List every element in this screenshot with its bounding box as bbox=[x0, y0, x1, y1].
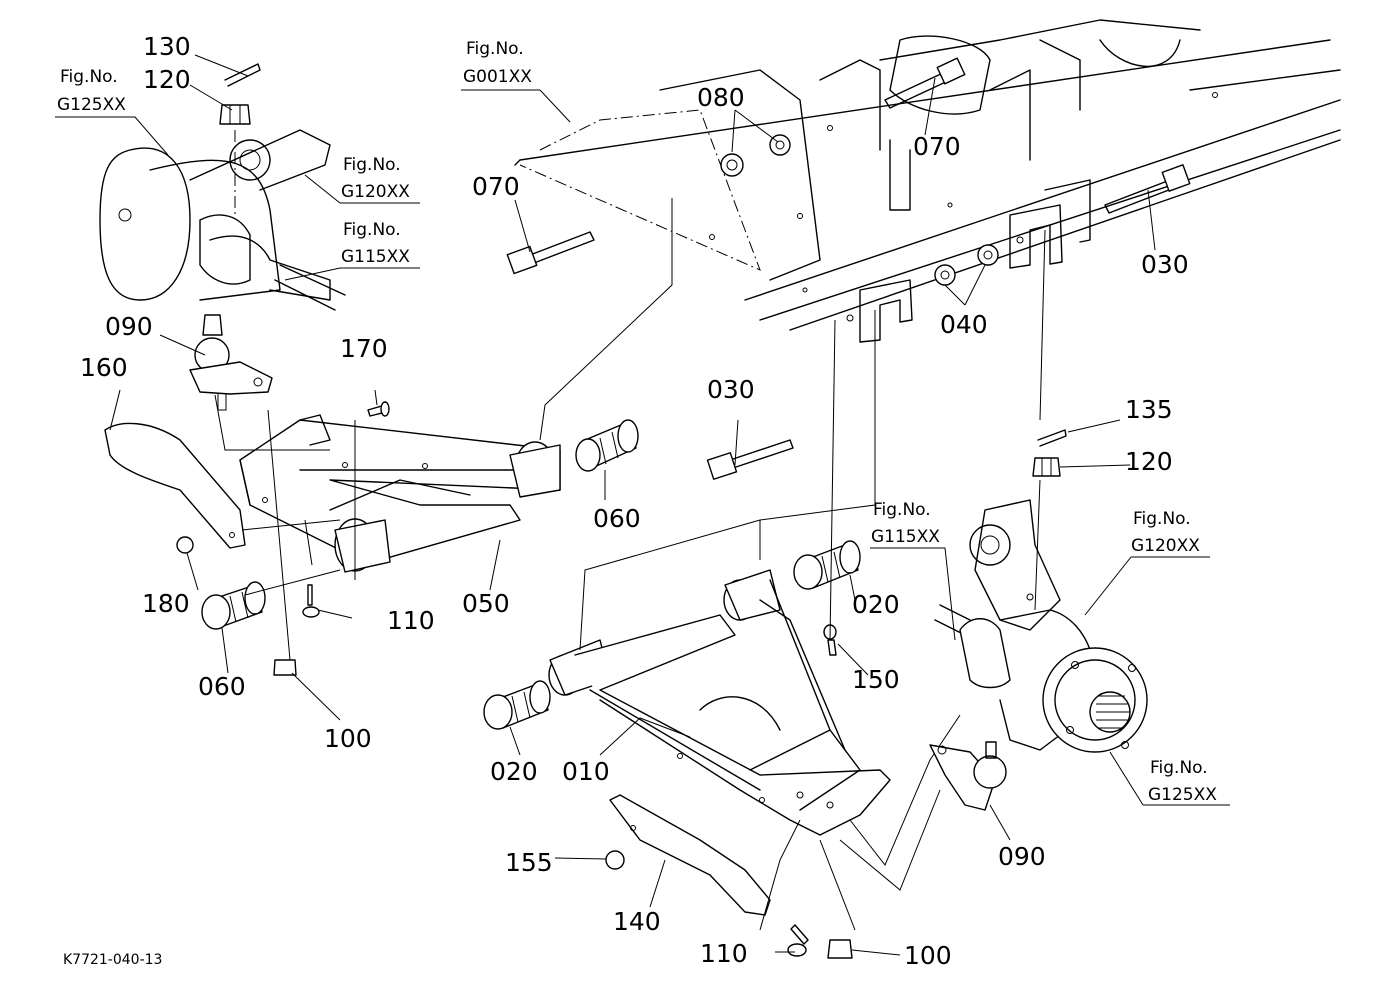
nut-155 bbox=[605, 850, 625, 870]
callout-040: 040 bbox=[940, 310, 988, 339]
callout-150: 150 bbox=[852, 665, 900, 694]
callout-100-right: 100 bbox=[904, 941, 952, 970]
nut-080 bbox=[720, 134, 791, 177]
nut-100-left bbox=[273, 659, 297, 676]
callout-170: 170 bbox=[340, 334, 388, 363]
callout-060-lower: 060 bbox=[198, 672, 246, 701]
ball-joint-090-right bbox=[929, 741, 1007, 811]
bolt-070-left bbox=[506, 231, 595, 275]
bolt-070-upper bbox=[884, 57, 966, 109]
chassis-frame bbox=[514, 19, 1341, 343]
callout-130: 130 bbox=[143, 32, 191, 61]
fig-ref-g115-right: G115XX bbox=[871, 527, 940, 547]
fig-ref-g115-left: G115XX bbox=[341, 247, 410, 267]
callout-080: 080 bbox=[697, 83, 745, 112]
fig-label-g115-left: Fig.No. bbox=[343, 220, 401, 240]
drawing-code: K7721-040-13 bbox=[63, 952, 162, 968]
shield-160 bbox=[104, 422, 246, 549]
callout-155: 155 bbox=[505, 848, 553, 877]
part-callouts: 130 120 090 170 160 080 070 070 030 040 … bbox=[80, 32, 1189, 970]
fig-label-g001: Fig.No. bbox=[466, 39, 524, 59]
castle-nut-120-right bbox=[1032, 457, 1061, 477]
callout-135: 135 bbox=[1125, 395, 1173, 424]
callout-120-left: 120 bbox=[143, 65, 191, 94]
bushing-060-lower bbox=[201, 581, 266, 630]
bolt-110-right bbox=[787, 924, 809, 957]
callout-100-left: 100 bbox=[324, 724, 372, 753]
fig-ref-g001: G001XX bbox=[463, 67, 532, 87]
fig-ref-g125-left: G125XX bbox=[57, 95, 126, 115]
bushing-060-upper bbox=[575, 419, 639, 472]
bolt-170 bbox=[367, 401, 390, 417]
fig-label-g120-right: Fig.No. bbox=[1133, 509, 1191, 529]
lower-arm-010 bbox=[548, 569, 891, 836]
fig-label-g120-left: Fig.No. bbox=[343, 155, 401, 175]
callout-020-right: 020 bbox=[852, 590, 900, 619]
callout-070-upper: 070 bbox=[913, 132, 961, 161]
callout-020-left: 020 bbox=[490, 757, 538, 786]
cotter-pin-130 bbox=[224, 63, 261, 87]
callout-090-right: 090 bbox=[998, 842, 1046, 871]
callout-050: 050 bbox=[462, 589, 510, 618]
callout-160: 160 bbox=[80, 353, 128, 382]
callout-110-left: 110 bbox=[387, 606, 435, 635]
fig-label-g125-left: Fig.No. bbox=[60, 67, 118, 87]
bushing-020-left bbox=[483, 680, 551, 730]
callout-010: 010 bbox=[562, 757, 610, 786]
callout-030-lower: 030 bbox=[707, 375, 755, 404]
callout-030-upper: 030 bbox=[1141, 250, 1189, 279]
fig-ref-g120-right: G120XX bbox=[1131, 536, 1200, 556]
castle-nut-120-left bbox=[219, 104, 251, 125]
bushing-020-right bbox=[793, 540, 861, 590]
callout-090-left: 090 bbox=[105, 312, 153, 341]
fig-label-g125-right: Fig.No. bbox=[1150, 758, 1208, 778]
callout-060-upper: 060 bbox=[593, 504, 641, 533]
bolt-110-left bbox=[302, 584, 320, 618]
figure-references: Fig.No. G001XX Fig.No. G125XX Fig.No. G1… bbox=[57, 39, 1217, 805]
callout-180: 180 bbox=[142, 589, 190, 618]
nut-100-right bbox=[827, 939, 853, 959]
fig-label-g115-right: Fig.No. bbox=[873, 500, 931, 520]
assembly-lines-right bbox=[579, 229, 1046, 931]
nut-180 bbox=[176, 536, 194, 554]
upper-arm-050 bbox=[239, 414, 561, 573]
fig-ref-g120-left: G120XX bbox=[341, 182, 410, 202]
bolt-030-upper bbox=[1104, 164, 1191, 214]
shield-140 bbox=[609, 794, 771, 916]
ball-joint-090-left bbox=[189, 314, 273, 411]
callout-070-left: 070 bbox=[472, 172, 520, 201]
assembly-lines-left bbox=[214, 198, 673, 661]
callout-140: 140 bbox=[613, 907, 661, 936]
bolt-030-lower bbox=[706, 439, 794, 480]
cotter-pin-135 bbox=[1037, 429, 1067, 447]
fig-ref-g125-right: G125XX bbox=[1148, 785, 1217, 805]
callout-leaders bbox=[55, 54, 1230, 956]
right-knuckle-assembly bbox=[934, 499, 1148, 753]
callout-110-right: 110 bbox=[700, 939, 748, 968]
left-knuckle-assembly bbox=[99, 129, 346, 311]
nut-040 bbox=[934, 244, 999, 286]
callout-120-right: 120 bbox=[1125, 447, 1173, 476]
